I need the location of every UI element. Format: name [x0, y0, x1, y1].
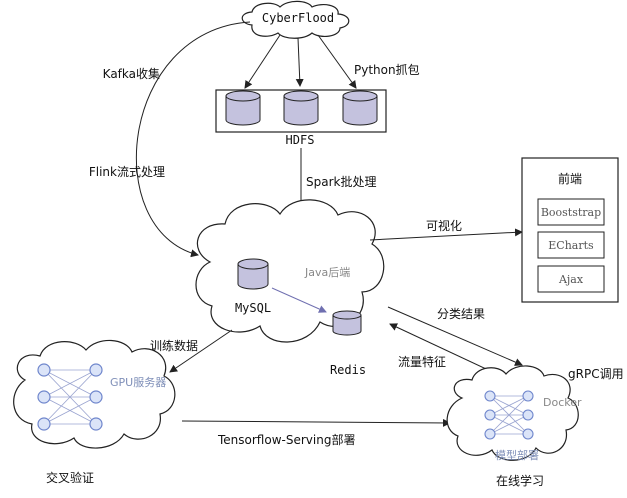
tf-serving-label: Tensorflow-Serving部署: [217, 432, 355, 447]
frontend-item-box: [537, 198, 605, 226]
model-deploy-label: 模型部署: [495, 448, 539, 462]
cross-validation-label: 交叉验证: [46, 470, 94, 485]
frontend-item-box: [537, 231, 605, 259]
arrow-source-db1: [244, 34, 281, 89]
online-learning-cloud: Docker 模型部署: [446, 365, 582, 462]
database-icon: [342, 90, 378, 126]
arrow-source-db2: [295, 37, 304, 87]
java-backend-label: Java后端: [304, 266, 350, 279]
online-learning-label: 在线学习: [496, 473, 544, 488]
hdfs-box: HDFS: [215, 89, 387, 147]
redis-label: Redis: [330, 363, 366, 377]
grpc-label: gRPC调用: [568, 367, 624, 381]
backend-cloud: MySQL Java后端: [195, 199, 385, 343]
frontend-item-ajax: Ajax: [558, 273, 584, 286]
classify-label: 分类结果: [437, 307, 485, 321]
python-label: Python抓包: [354, 63, 420, 77]
frontend-item-echarts: ECharts: [548, 239, 594, 252]
traffic-label: 流量特征: [398, 354, 446, 369]
arrow-visualize: [369, 228, 523, 241]
frontend-title: 前端: [558, 171, 582, 186]
flink-label: Flink流式处理: [89, 165, 165, 179]
cyberflood-label: CyberFlood: [262, 11, 334, 25]
spark-label: Spark批处理: [306, 174, 376, 189]
frontend-item-box: [537, 265, 605, 293]
arrow-source-db3: [317, 34, 357, 89]
train-label: 训练数据: [150, 338, 198, 353]
arrow-classify-result: [387, 306, 523, 366]
database-icon: [283, 90, 319, 126]
viz-label: 可视化: [426, 218, 462, 233]
mysql-label: MySQL: [235, 301, 271, 315]
cyberflood-cloud: CyberFlood: [241, 0, 350, 39]
arrow-training-data: [169, 329, 233, 373]
neural-network-icon: [484, 390, 534, 440]
neural-network-icon: [37, 363, 103, 431]
gpu-cloud: GPU服务器: [13, 339, 176, 449]
gpu-server-label: GPU服务器: [110, 376, 166, 389]
redis-database-icon: [332, 310, 362, 336]
arrow-mysql-redis: [271, 287, 327, 313]
hdfs-label: HDFS: [286, 133, 315, 147]
mysql-database-icon: [237, 258, 269, 290]
frontend-item-bootstrap: Booststrap: [541, 206, 601, 219]
arrow-kafka-flink: [135, 21, 251, 258]
arrow-tf-serving: [181, 418, 451, 427]
docker-label: Docker: [543, 396, 582, 409]
database-icon: [225, 90, 261, 126]
frontend-box: 前端 Booststrap ECharts Ajax: [521, 157, 619, 303]
kafka-label: Kafka收集: [103, 66, 160, 81]
